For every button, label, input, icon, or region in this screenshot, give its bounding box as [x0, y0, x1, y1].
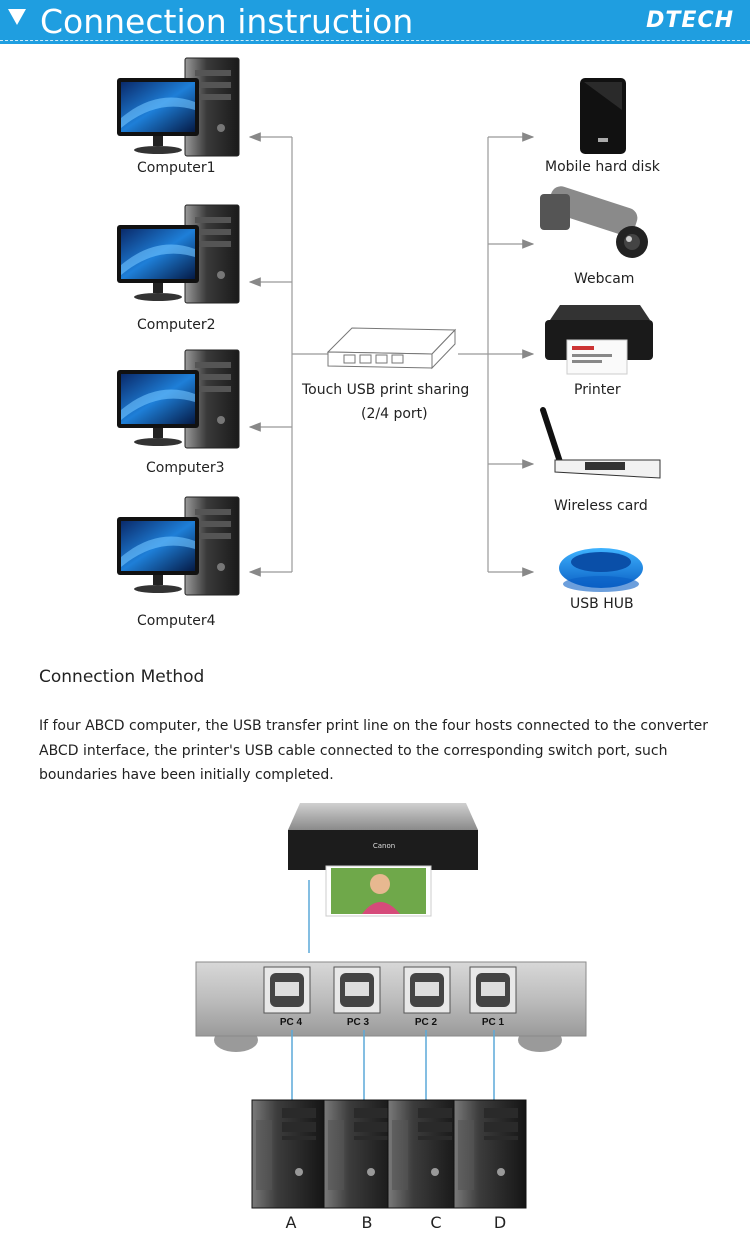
device-label: Wireless card	[554, 498, 648, 514]
computer-icon	[116, 349, 240, 449]
header-divider	[0, 40, 750, 41]
computer-tower-icon	[251, 1099, 325, 1209]
port-label: PC 3	[347, 1017, 370, 1028]
right-connector-lines	[458, 132, 535, 577]
device-label: Printer	[574, 382, 621, 398]
port-label: PC 4	[280, 1017, 303, 1028]
printer-icon	[545, 305, 653, 375]
device-label: USB HUB	[570, 596, 634, 612]
section-title: Connection Method	[39, 667, 205, 687]
page-title: Connection instruction	[40, 2, 414, 41]
left-connector-lines	[248, 132, 328, 577]
usb-hub-icon	[559, 548, 643, 592]
computer-tower-icon	[453, 1099, 527, 1209]
port-label: PC 1	[482, 1017, 505, 1028]
printer-brand: Canon	[373, 842, 395, 850]
hard-disk-icon	[580, 78, 626, 154]
computer-label: Computer4	[137, 613, 216, 629]
computer-tower-icon	[387, 1099, 461, 1209]
brand-logo: DTECH	[646, 8, 734, 33]
wireless-card-icon	[540, 407, 661, 479]
computer-label: Computer1	[137, 160, 216, 176]
switch-box	[195, 961, 587, 1052]
switch-port-label: (2/4 port)	[361, 406, 428, 422]
computer-label: Computer3	[146, 460, 225, 476]
host-label: D	[494, 1213, 506, 1232]
triangle-down-icon	[8, 9, 26, 25]
host-label: B	[362, 1213, 373, 1232]
port-cables	[291, 1030, 495, 1108]
computer-tower-icon	[323, 1099, 397, 1209]
device-label: Mobile hard disk	[545, 159, 660, 175]
computer-icon	[116, 57, 240, 157]
printer-icon	[288, 803, 478, 917]
computer-icon	[116, 496, 240, 596]
host-label: C	[430, 1213, 441, 1232]
usb-switch-icon	[326, 327, 457, 370]
switch-label: Touch USB print sharing	[302, 382, 470, 398]
host-label: A	[286, 1213, 297, 1232]
webcam-icon	[540, 186, 648, 258]
port-label: PC 2	[415, 1017, 438, 1028]
computer-icon	[116, 204, 240, 304]
device-label: Webcam	[574, 271, 635, 287]
method-description: If four ABCD computer, the USB transfer …	[39, 718, 709, 783]
computer-label: Computer2	[137, 317, 216, 333]
connection-diagram	[116, 57, 661, 596]
header-banner: Connection instruction DTECH	[0, 0, 750, 44]
